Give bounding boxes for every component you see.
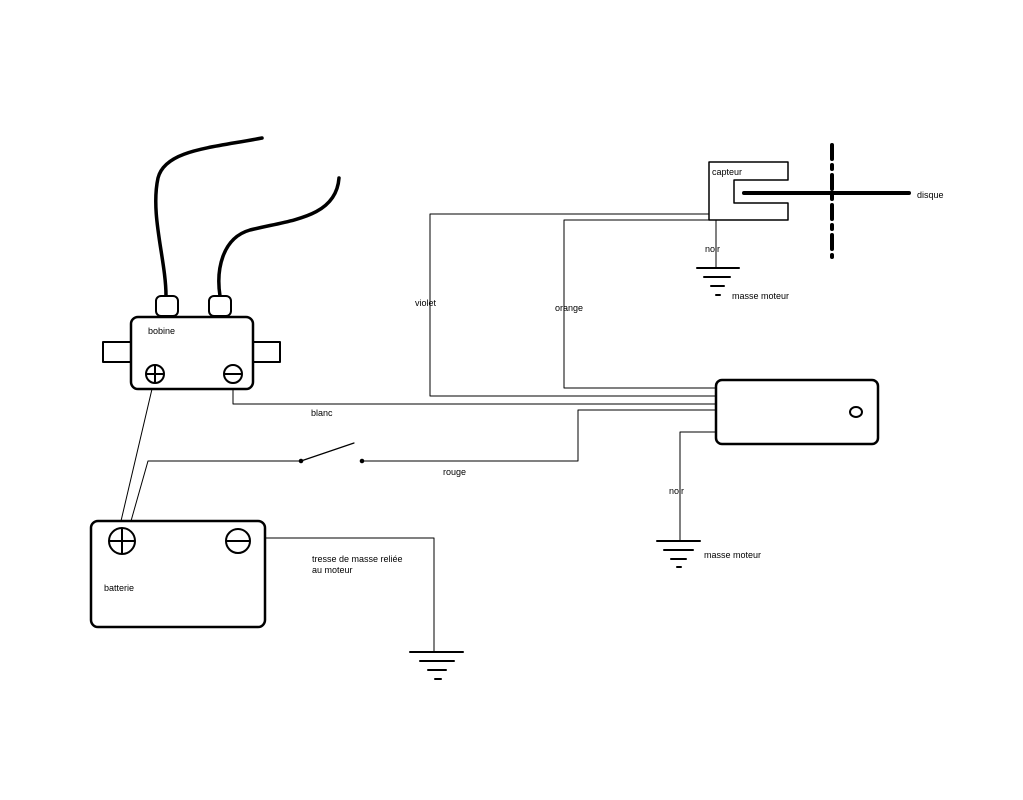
coil-bobine — [102, 295, 281, 391]
wire-switch-to-battery — [130, 460, 302, 522]
battery-batterie — [89, 519, 267, 629]
ground-symbol-icon — [656, 540, 701, 568]
label-disque: disque — [917, 190, 944, 200]
label-batterie: batterie — [104, 583, 134, 593]
label-blanc: blanc — [311, 408, 333, 418]
label-capteur: capteur — [712, 167, 742, 177]
label-noir-capteur: noir — [705, 244, 720, 254]
switch-icon — [298, 442, 365, 464]
wire-orange — [563, 219, 717, 389]
wire-rouge — [361, 409, 717, 462]
label-orange: orange — [555, 303, 583, 313]
minus-terminal-icon — [223, 364, 243, 384]
wire-blanc — [232, 388, 717, 405]
sensor-capteur — [708, 161, 789, 221]
plus-terminal-icon — [145, 364, 165, 384]
ht-lead-right — [217, 176, 341, 298]
label-masse-moteur-module: masse moteur — [704, 550, 761, 560]
label-noir-module: noir — [669, 486, 684, 496]
ground-symbol-icon — [696, 267, 740, 296]
wire-battery-ground — [264, 537, 435, 652]
label-tresse-line2: au moteur — [312, 565, 353, 575]
wire-violet — [429, 213, 717, 397]
label-violet: violet — [415, 298, 437, 308]
plus-terminal-icon — [108, 527, 136, 555]
ignition-module — [714, 378, 880, 446]
label-bobine: bobine — [148, 326, 175, 336]
label-masse-moteur-capteur: masse moteur — [732, 291, 789, 301]
ground-symbol-icon — [409, 651, 464, 680]
wire-coil-to-battery — [120, 388, 153, 522]
label-rouge: rouge — [443, 467, 466, 477]
minus-terminal-icon — [225, 528, 251, 554]
label-tresse-line1: tresse de masse reliée — [312, 554, 403, 564]
wire-noir-module — [679, 431, 717, 541]
ht-lead-left — [154, 136, 264, 298]
